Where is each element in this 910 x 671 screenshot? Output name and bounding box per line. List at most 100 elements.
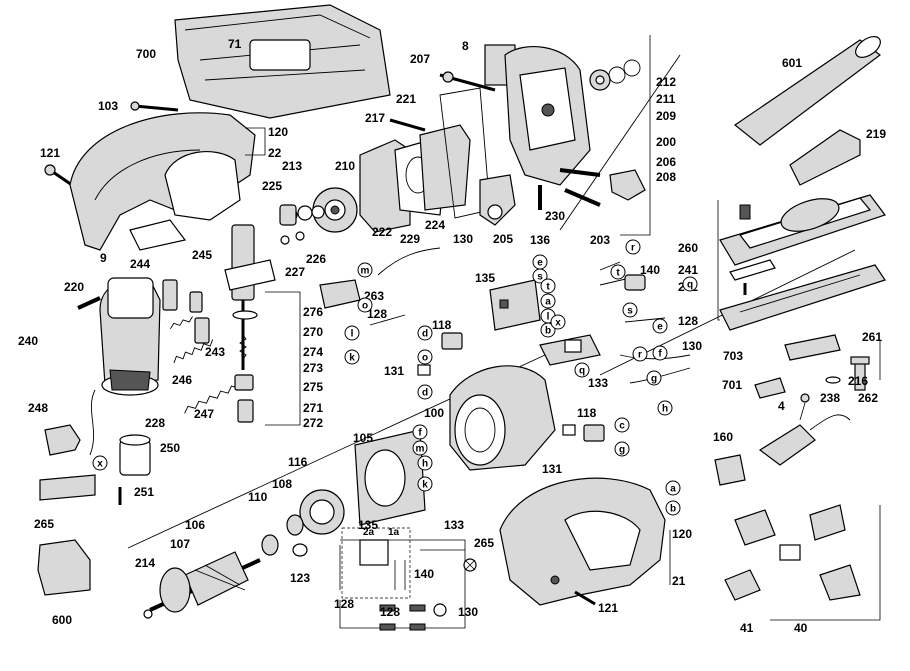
spacer-123 — [292, 543, 308, 557]
wire-marker-a-circle — [665, 480, 681, 496]
wiring-schematic: 2a 1a — [339, 527, 477, 631]
tab-219 — [789, 129, 861, 186]
ring-211 — [608, 66, 626, 84]
field-housing-100 — [449, 365, 556, 471]
wire-marker-f: f — [418, 428, 422, 439]
callout-274: 274 — [303, 345, 323, 359]
callout-214: 214 — [135, 556, 155, 570]
brush-holder-118a — [441, 332, 463, 350]
callout-131-top: 131 — [384, 364, 404, 378]
brush-131b — [562, 424, 576, 436]
switch-parts-41 — [724, 569, 761, 601]
callout-703: 703 — [723, 349, 743, 363]
callout-130-schematic: 130 — [458, 605, 478, 619]
wire-marker-r: r — [638, 350, 642, 361]
wire-marker-x: x — [97, 459, 103, 470]
wire-marker-m: m — [416, 444, 425, 455]
callout-225: 225 — [262, 179, 282, 193]
wire-marker-g-circle — [646, 370, 662, 386]
wire-marker-q: q — [579, 366, 585, 377]
bearing-108 — [286, 514, 304, 536]
callout-224: 224 — [425, 218, 445, 232]
strain-relief-160 — [714, 454, 746, 486]
callout-246: 246 — [172, 373, 192, 387]
lever-208 — [609, 169, 646, 201]
callout-276: 276 — [303, 305, 323, 319]
wires — [369, 247, 691, 384]
brush-holder-118b — [583, 424, 605, 442]
plate-261 — [784, 334, 841, 361]
callout-273: 273 — [303, 361, 323, 375]
callout-209: 209 — [656, 109, 676, 123]
callout-221: 221 — [396, 92, 416, 106]
wire-marker-t-circle — [540, 278, 556, 294]
brush-131a — [417, 364, 431, 376]
callout-106: 106 — [185, 518, 205, 532]
callout-250: 250 — [160, 441, 180, 455]
shoe-insert-703 — [719, 264, 886, 331]
callout-272: 272 — [303, 416, 323, 430]
wire-marker-d: d — [422, 388, 428, 399]
switch-parts-40 — [734, 504, 861, 601]
callout-107: 107 — [170, 537, 190, 551]
plunger-270 — [224, 224, 276, 423]
callout-21: 21 — [672, 574, 686, 588]
roller-bracket-205 — [479, 174, 516, 226]
callout-140-top: 140 — [640, 263, 660, 277]
callout-4: 4 — [778, 399, 785, 413]
shaft-207 — [439, 71, 496, 92]
callout-208: 208 — [656, 170, 676, 184]
pin-206 — [559, 168, 601, 177]
callout-121-top: 121 — [40, 146, 60, 160]
callout-108: 108 — [272, 477, 292, 491]
callout-262: 262 — [858, 391, 878, 405]
wire-marker-m-circle — [412, 440, 428, 456]
baffle-116 — [299, 489, 345, 535]
wire-marker-s: s — [537, 272, 543, 283]
wire-marker-m: m — [361, 266, 370, 277]
callout-71: 71 — [228, 37, 242, 51]
wire-marker-o-circle — [357, 297, 373, 313]
wire-marker-m-circle — [357, 262, 373, 278]
callout-244: 244 — [130, 257, 150, 271]
callout-275: 275 — [303, 380, 323, 394]
washers-226-227 — [280, 231, 305, 245]
callout-130-right: 130 — [682, 339, 702, 353]
spring-246 — [173, 339, 214, 364]
callout-40: 40 — [794, 621, 808, 635]
wire-marker-k: k — [422, 480, 428, 491]
fan-107 — [159, 567, 191, 613]
gear-housing-200 — [504, 46, 591, 186]
callout-110: 110 — [248, 490, 268, 504]
bushing-225 — [279, 204, 297, 226]
callout-120-top: 120 — [268, 125, 288, 139]
callout-240: 240 — [18, 334, 38, 348]
wire-marker-o-circle — [417, 349, 433, 365]
callout-228: 228 — [145, 416, 165, 430]
wire-marker-b-circle — [665, 500, 681, 516]
callout-265-left: 265 — [34, 517, 54, 531]
wire-marker-t: t — [616, 268, 620, 279]
wire-marker-e: e — [657, 322, 663, 333]
callout-260: 260 — [678, 241, 698, 255]
wire-marker-d-circle — [417, 384, 433, 400]
callout-601: 601 — [782, 56, 802, 70]
callout-238: 238 — [820, 391, 840, 405]
handle-housing-21 — [499, 477, 666, 606]
callout-116: 116 — [288, 455, 308, 469]
clip-244 — [162, 279, 203, 313]
callout-brackets — [245, 35, 881, 621]
wire-marker-h: h — [422, 459, 428, 470]
screw-220 — [77, 296, 101, 310]
wire-marker-o: o — [422, 353, 428, 364]
wire-marker-g: g — [651, 374, 657, 385]
wire-marker-q-circle — [682, 276, 698, 292]
callout-118-lower: 118 — [577, 406, 597, 420]
wire-marker-x: x — [555, 318, 561, 329]
wire-marker-r-circle — [625, 239, 641, 255]
handle-housing-22 — [69, 112, 256, 251]
callout-200: 200 — [656, 135, 676, 149]
callout-9: 9 — [100, 251, 107, 265]
clip-701 — [754, 377, 786, 399]
